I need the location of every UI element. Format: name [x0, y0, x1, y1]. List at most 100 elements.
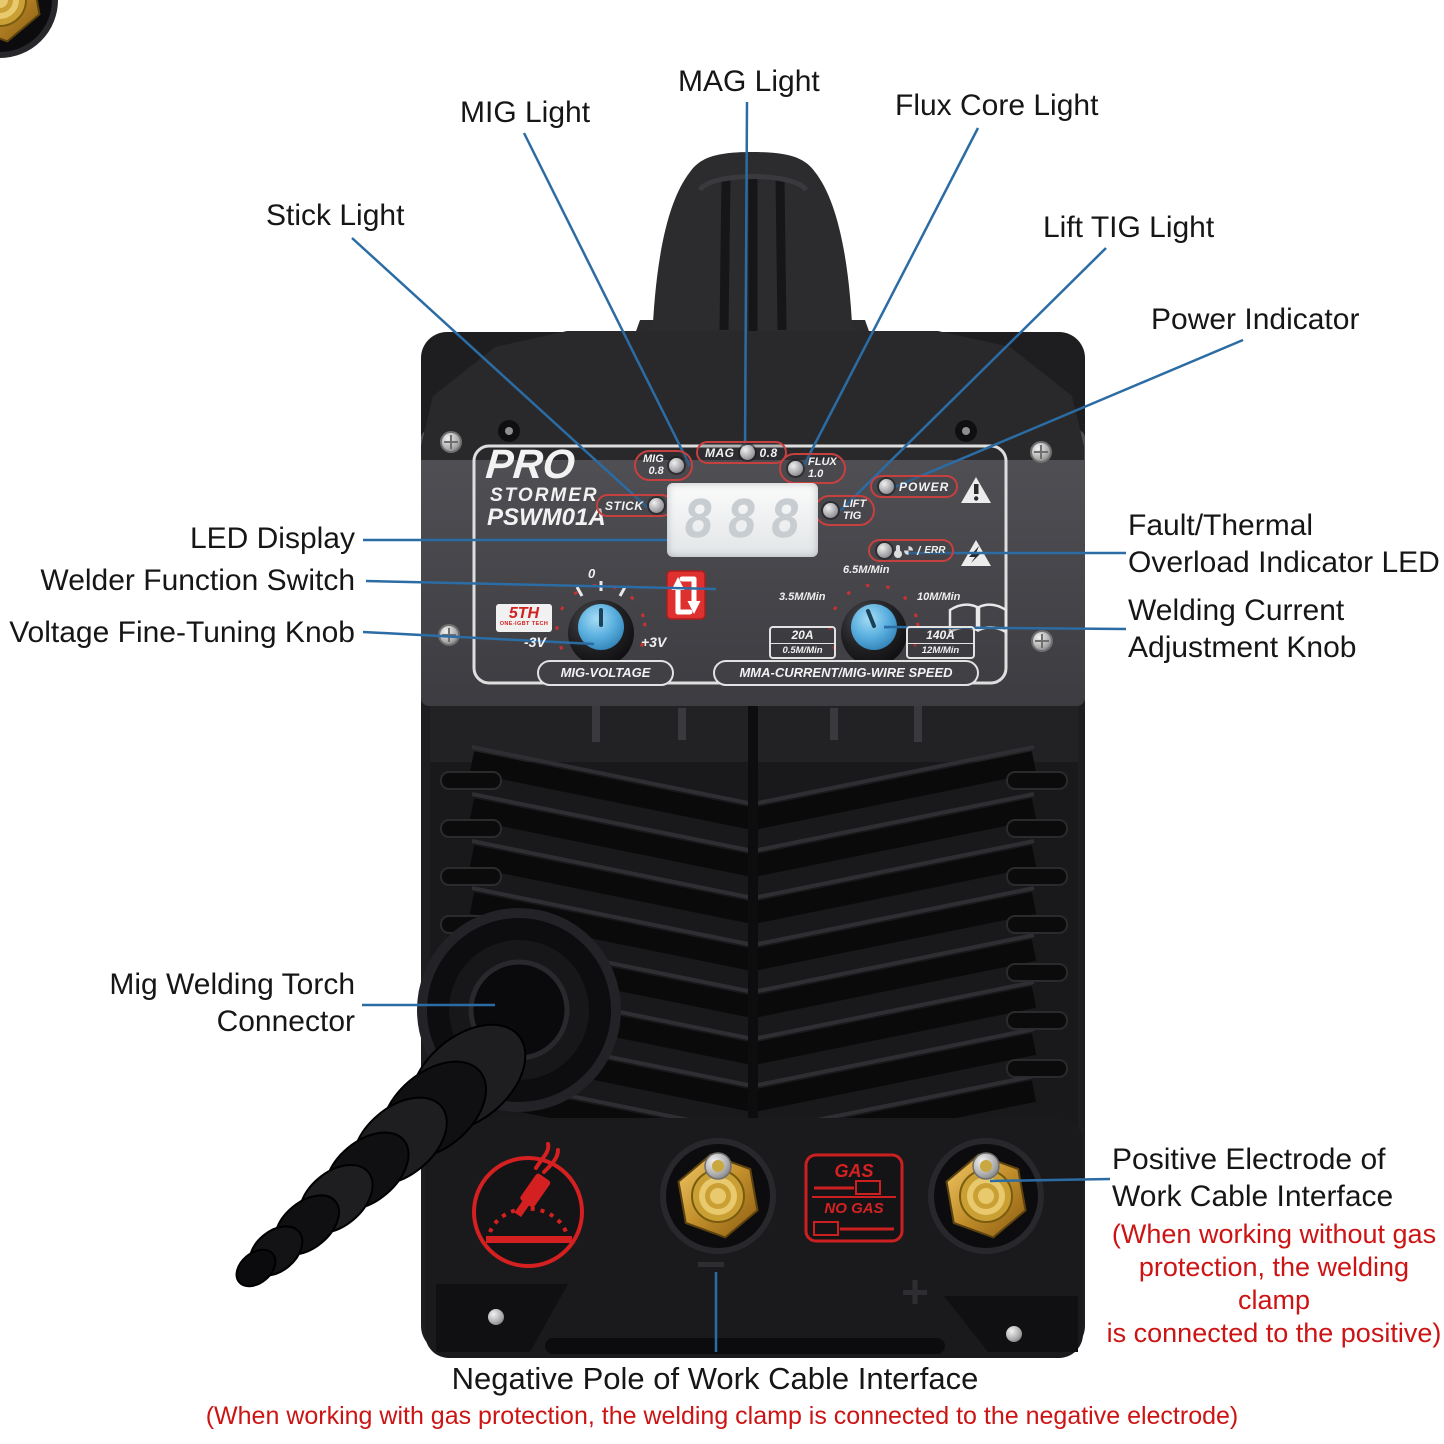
max-speed: 12M/Min	[921, 645, 960, 656]
mig-torch-connector-assembly	[235, 908, 621, 1288]
igbt-tech-badge: 5TH ONE-IGBT TECH	[496, 604, 552, 632]
led-display: 888	[667, 483, 818, 557]
callout-mig-light: MIG Light	[460, 96, 591, 129]
mma-current-label: MMA-CURRENT/MIG-WIRE SPEED	[713, 660, 979, 686]
brand-logo-pro: PRO	[484, 441, 577, 487]
bottom-section	[0, 0, 1083, 1358]
flux-value: 1.0	[808, 467, 824, 480]
thermometer-icon	[894, 545, 902, 558]
speed-low-label: 3.5M/Min	[779, 591, 826, 603]
model-number: PSWM01A	[487, 504, 606, 531]
speed-high-label: 10M/Min	[917, 591, 961, 603]
manual-book-icon	[948, 603, 1008, 635]
callout-welder-function-switch: Welder Function Switch	[40, 564, 355, 597]
lift-tig-led	[823, 503, 838, 518]
mig-voltage-label: MIG-VOLTAGE	[537, 660, 674, 686]
bottom-screws	[488, 1309, 1022, 1342]
callout-lines	[351, 101, 1244, 1352]
mig-indicator: MIG 0.8	[634, 450, 693, 481]
mag-label: MAG	[705, 445, 735, 460]
welder-function-switch	[666, 570, 706, 620]
mag-led	[739, 445, 755, 460]
callout-mag-light: MAG Light	[678, 65, 820, 98]
current-max-box: 140A 12M/Min	[906, 626, 975, 659]
voltage-min-label: -3V	[524, 634, 546, 650]
callout-stick-light: Stick Light	[266, 199, 405, 232]
stick-indicator: STICK	[596, 494, 673, 517]
positive-line1: Positive Electrode of	[1112, 1143, 1386, 1176]
right-foot	[944, 1296, 1078, 1352]
current-min-box: 20A 0.5M/Min	[769, 626, 836, 659]
minus-marking	[698, 1262, 724, 1267]
mig-label: MIG	[643, 453, 664, 465]
flux-indicator: FLUX 1.0	[779, 453, 846, 484]
positive-electrode-note: (When working without gas protection, th…	[1104, 1218, 1444, 1350]
top-cap	[421, 331, 1084, 460]
welding-current-adjustment-knob	[828, 583, 920, 675]
callout-voltage-fine-tuning-knob: Voltage Fine-Tuning Knob	[9, 616, 355, 649]
callout-mig-torch-connector: Mig Welding Torch Connector	[100, 966, 355, 1040]
gas-nogas-sign	[804, 1153, 904, 1243]
callout-led-display: LED Display	[189, 522, 355, 555]
callout-welding-current-knob: Welding Current Adjustment Knob	[1128, 592, 1356, 666]
negative-work-cable-connector	[663, 1141, 773, 1251]
voltage-zero-label: 0	[588, 566, 596, 581]
lift-label: LIFT	[843, 498, 867, 510]
err-label: ERR	[924, 545, 946, 556]
callout-lift-tig-light: Lift TIG Light	[1043, 211, 1215, 244]
positive-note-line2: protection, the welding clamp	[1138, 1252, 1410, 1315]
tig-label: TIG	[843, 509, 862, 522]
min-speed: 0.5M/Min	[782, 645, 823, 656]
fault-line2: Overload Indicator LED	[1128, 546, 1440, 579]
display-digits: 888	[679, 490, 816, 550]
callout-flux-core-light: Flux Core Light	[895, 89, 1099, 122]
callout-fault-thermal-led: Fault/Thermal Overload Indicator LED	[1128, 507, 1440, 581]
stick-led	[648, 498, 664, 513]
callout-negative-pole: Negative Pole of Work Cable Interface	[451, 1361, 979, 1396]
callout-power-indicator: Power Indicator	[1151, 303, 1360, 336]
positive-work-cable-connector	[931, 1141, 1041, 1251]
fan-icon	[904, 546, 913, 555]
power-label: POWER	[899, 479, 950, 494]
positive-note-line3: is connected to the positive)	[1106, 1318, 1442, 1348]
positive-line2: Work Cable Interface	[1112, 1180, 1394, 1213]
stick-label: STICK	[605, 498, 644, 513]
positive-note-line1: (When working without gas	[1111, 1219, 1437, 1249]
carry-handle	[630, 152, 875, 348]
torch-symbol-icon	[472, 1142, 584, 1268]
badge-subtitle: ONE-IGBT TECH	[499, 621, 549, 627]
mig-led	[668, 458, 684, 473]
gas-label: GAS	[834, 1161, 874, 1181]
torch-line2: Connector	[216, 1005, 355, 1038]
current-line1: Welding Current	[1128, 594, 1345, 627]
err-led	[877, 543, 892, 558]
no-gas-label: NO GAS	[824, 1200, 884, 1217]
voltage-max-label: +3V	[641, 634, 667, 650]
badge-title: 5TH	[508, 605, 540, 622]
cap-screw-holes	[498, 420, 977, 442]
voltage-fine-tuning-knob	[555, 581, 647, 675]
power-indicator-light: POWER	[870, 475, 959, 498]
plus-marking	[903, 1280, 927, 1304]
current-line2: Adjustment Knob	[1128, 631, 1357, 664]
flux-label: FLUX	[808, 456, 837, 468]
side-vent-right	[1006, 771, 1068, 1078]
power-led	[879, 479, 894, 494]
min-amp: 20A	[771, 628, 834, 644]
control-panel	[421, 331, 1085, 706]
brand-logo-stormer: STORMER	[490, 485, 599, 506]
warning-triangle-icon	[961, 477, 991, 503]
negative-pole-note: (When working with gas protection, the w…	[205, 1402, 1239, 1430]
err-indicator: / ERR	[868, 539, 955, 562]
mag-indicator: MAG 0.8	[696, 441, 787, 464]
fault-line1: Fault/Thermal	[1128, 509, 1314, 542]
torch-line1: Mig Welding Torch	[109, 968, 355, 1001]
panel-screws	[438, 431, 1053, 652]
mag-value: 0.8	[759, 445, 778, 460]
speed-mid-label: 6.5M/Min	[843, 564, 890, 576]
err-slash: /	[917, 543, 921, 558]
lift-tig-indicator: LIFT TIG	[814, 495, 876, 526]
flux-led	[788, 461, 803, 476]
callout-positive-electrode: Positive Electrode of Work Cable Interfa…	[1112, 1141, 1393, 1215]
